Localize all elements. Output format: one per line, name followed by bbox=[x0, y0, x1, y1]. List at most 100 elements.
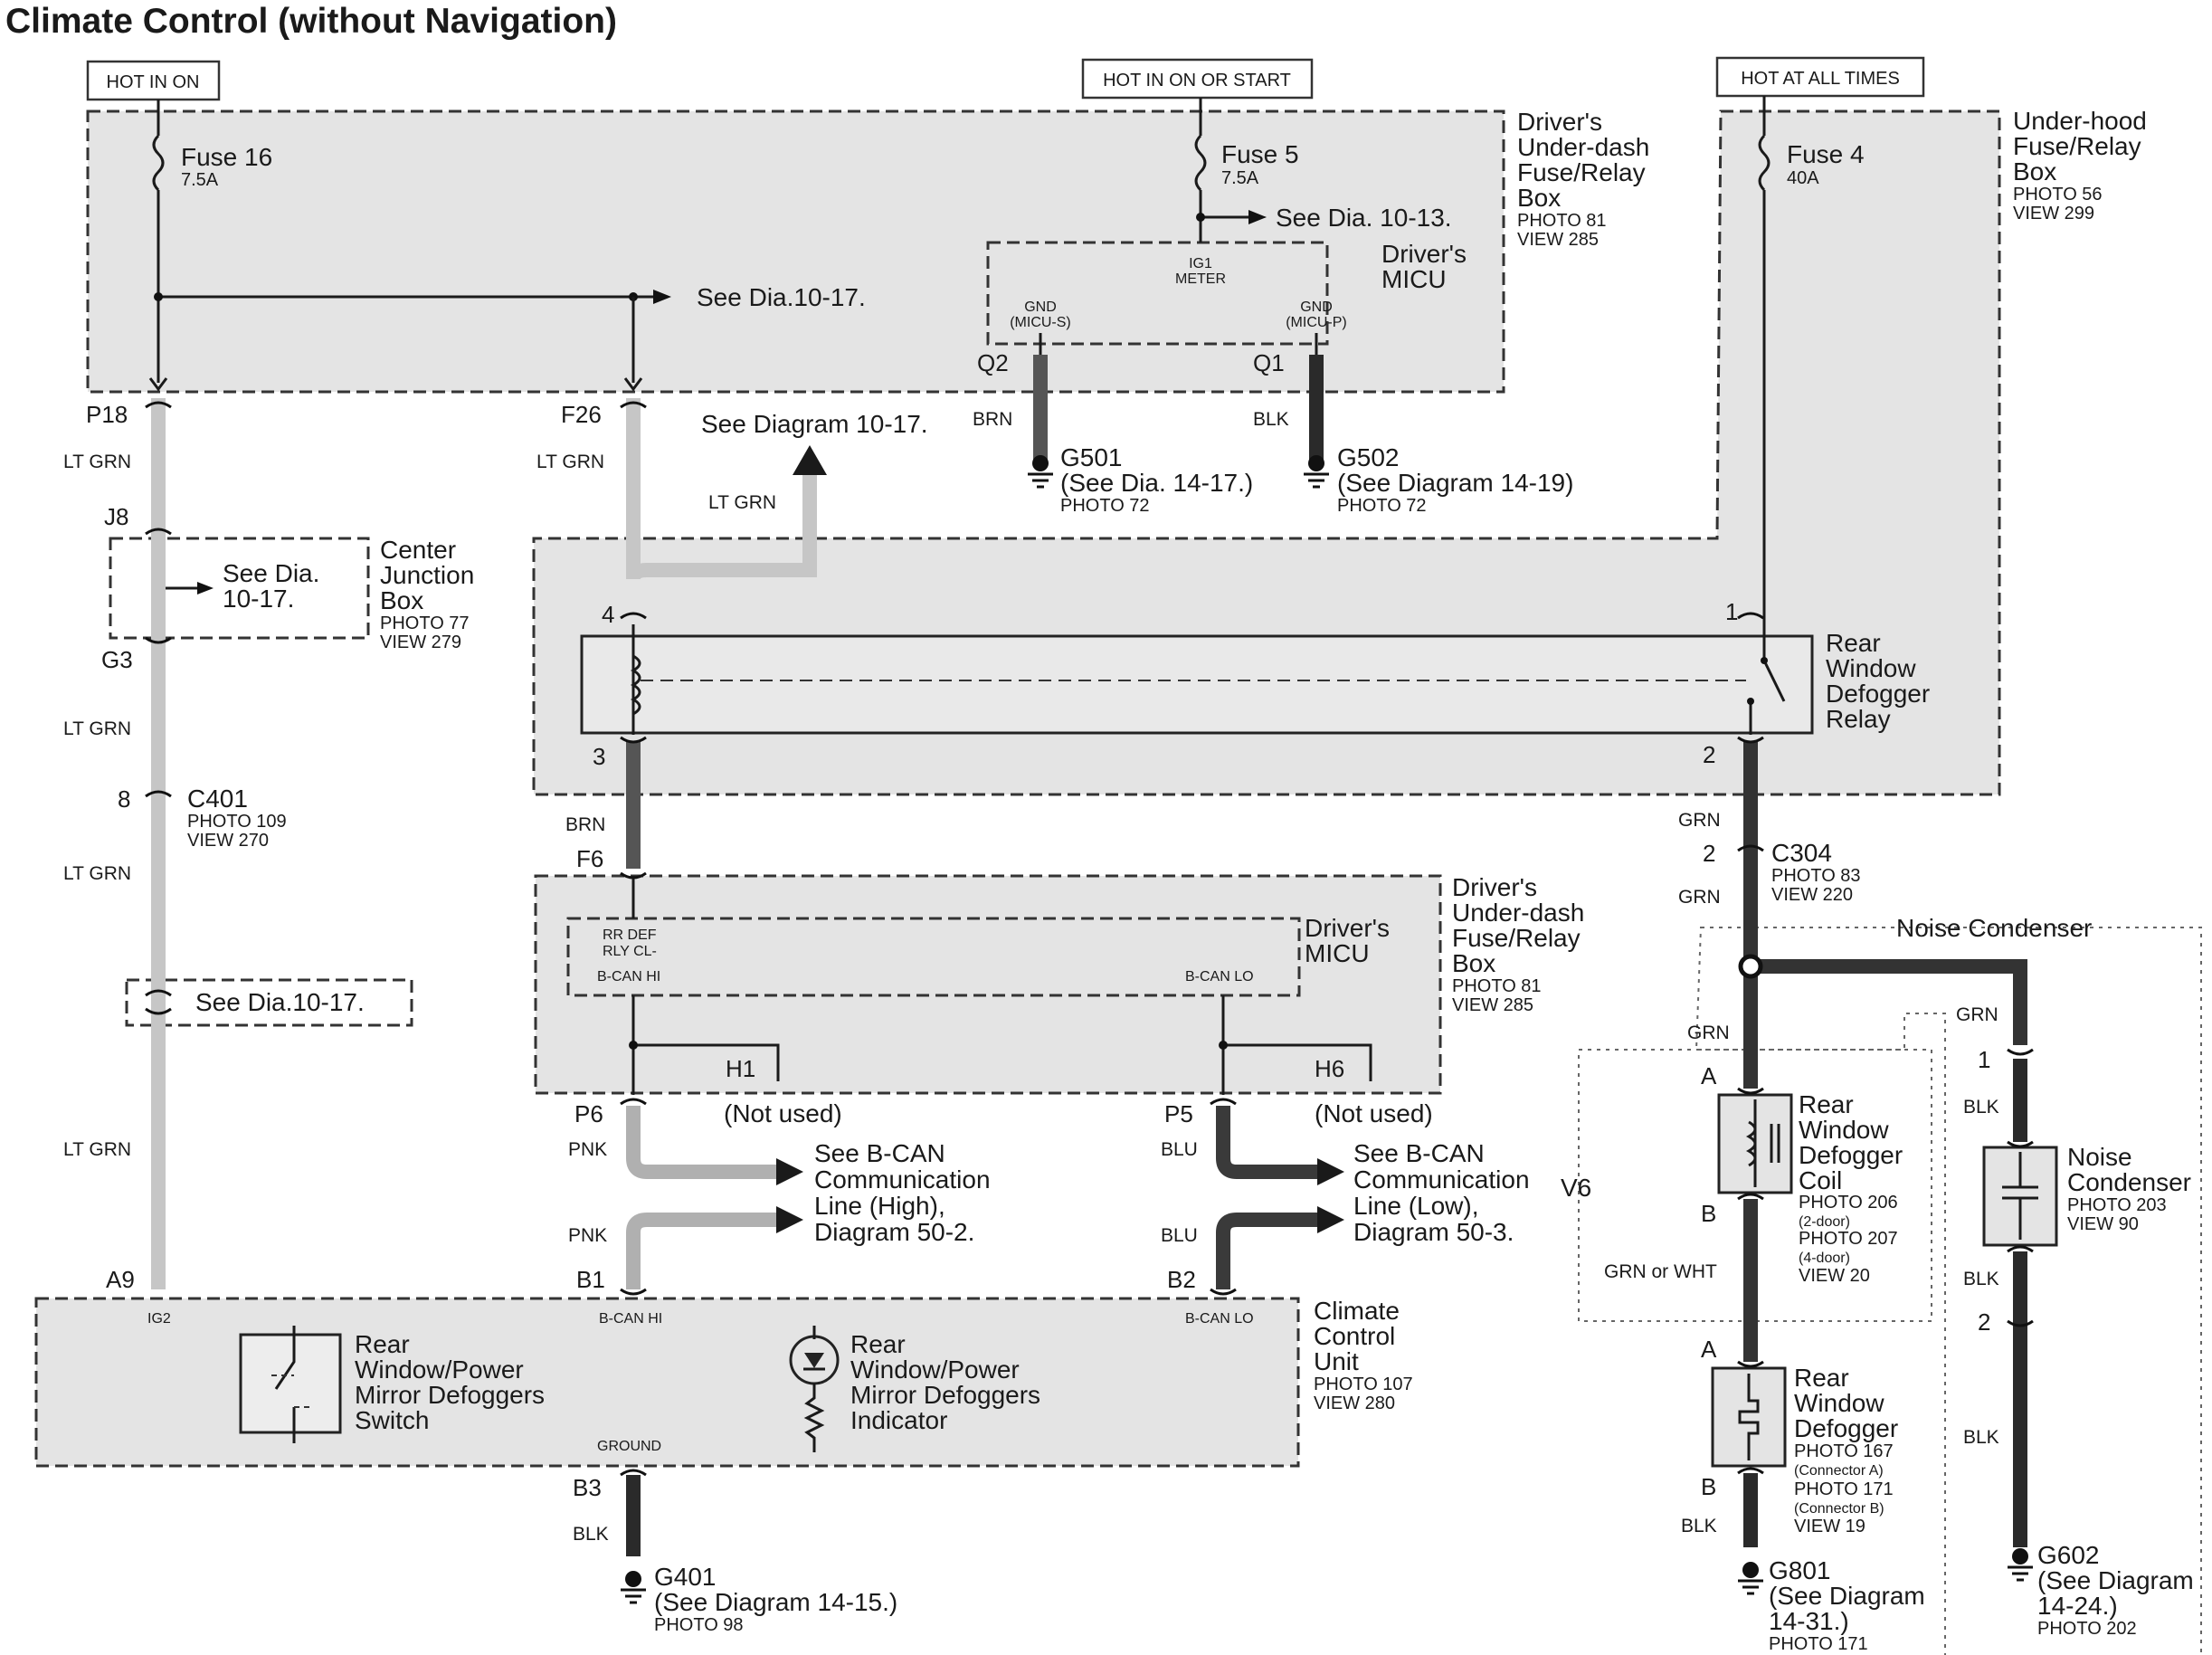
cu-l1: Climate bbox=[1314, 1297, 1400, 1325]
bcan-low-l4: Diagram 50-3. bbox=[1353, 1218, 1514, 1246]
relay-pin-1: 1 bbox=[1725, 598, 1738, 625]
cjb-l1: Center bbox=[380, 536, 456, 564]
switch-link bbox=[271, 1374, 312, 1408]
g401-photo: PHOTO 98 bbox=[654, 1615, 744, 1635]
defogger-l2: Window bbox=[1794, 1389, 1884, 1417]
defogger-p4: (Connector B) bbox=[1794, 1501, 1884, 1517]
arrow-up-icon bbox=[793, 445, 827, 475]
wire-color-lt-grn-up: LT GRN bbox=[708, 492, 776, 513]
cu-bcan-lo: B-CAN LO bbox=[1185, 1311, 1254, 1327]
coil-p2: (2-door) bbox=[1799, 1214, 1850, 1230]
cjb-l3: Box bbox=[380, 586, 423, 614]
cu-bcan-hi: B-CAN HI bbox=[599, 1311, 662, 1327]
arrow-right-icon bbox=[1317, 1158, 1344, 1185]
cu-l3: Unit bbox=[1314, 1347, 1359, 1375]
cond-pin-2: 2 bbox=[1978, 1308, 1990, 1336]
pin-q2: Q2 bbox=[977, 349, 1009, 376]
wire-color-grn-1: GRN bbox=[1678, 810, 1721, 831]
uh-l3: Box bbox=[2013, 157, 2056, 185]
wire-pnk-b1 bbox=[626, 1213, 778, 1289]
conn-p6: P6 bbox=[574, 1100, 603, 1127]
g502-ref: (See Diagram 14-19) bbox=[1337, 469, 1573, 497]
c304-pin: 2 bbox=[1703, 840, 1715, 867]
ud-mid-l3: Fuse/Relay bbox=[1452, 924, 1581, 952]
hot-in-on-or-start-box bbox=[1081, 58, 1314, 100]
wire-color-grn-cond: GRN bbox=[1956, 1004, 1998, 1025]
defogger-pin-a: A bbox=[1701, 1336, 1717, 1363]
ref-diagram-10-17: See Diagram 10-17. bbox=[701, 410, 928, 438]
g602-r1: (See Diagram bbox=[2037, 1566, 2194, 1594]
ud-top-l4: Box bbox=[1517, 184, 1561, 212]
uh-photo: PHOTO 56 bbox=[2013, 185, 2103, 204]
relay-l2: Window bbox=[1826, 654, 1916, 682]
cjb-l2: Junction bbox=[380, 561, 474, 589]
conn-b1: B1 bbox=[576, 1266, 605, 1293]
micu-top-l2: MICU bbox=[1381, 265, 1447, 293]
wire-color-blk-cond-2: BLK bbox=[1963, 1269, 1999, 1289]
micu-top-box bbox=[986, 241, 1329, 346]
bcan-high-l1: See B-CAN bbox=[814, 1139, 945, 1167]
conn-b2: B2 bbox=[1167, 1266, 1196, 1293]
wire-pnk-p6 bbox=[626, 1106, 778, 1179]
micu-gnd-p-2: (MICU-P) bbox=[1286, 315, 1347, 330]
relay-coil-icon bbox=[630, 654, 641, 716]
under-hood-fuse-box bbox=[532, 109, 2001, 796]
condenser-photo: PHOTO 203 bbox=[2067, 1195, 2167, 1215]
pin-q1: Q1 bbox=[1253, 349, 1285, 376]
ud-top-l1: Driver's bbox=[1517, 108, 1602, 136]
defogger-p3: PHOTO 171 bbox=[1794, 1479, 1894, 1499]
wire-color-lt-grn-f26: LT GRN bbox=[536, 452, 604, 472]
wire-color-grn-3: GRN bbox=[1687, 1022, 1730, 1043]
uh-view: VIEW 299 bbox=[2013, 204, 2094, 224]
coil-core-icon bbox=[1770, 1124, 1780, 1163]
wire-color-brn: BRN bbox=[973, 409, 1012, 430]
relay-pin-4: 4 bbox=[602, 601, 614, 628]
hot-at-all-times-label: HOT AT ALL TIMES bbox=[1741, 69, 1900, 89]
ud-top-view: VIEW 285 bbox=[1517, 230, 1599, 250]
g501-name: G501 bbox=[1060, 443, 1123, 471]
fuse5-rating: 7.5A bbox=[1221, 168, 1259, 188]
g602-photo: PHOTO 202 bbox=[2037, 1619, 2137, 1639]
c304-view: VIEW 220 bbox=[1771, 885, 1853, 905]
wire-blu-p5 bbox=[1216, 1106, 1319, 1179]
defogger-view: VIEW 19 bbox=[1794, 1517, 1865, 1536]
relay-pin-2: 2 bbox=[1703, 741, 1715, 768]
switch-l4: Switch bbox=[355, 1406, 429, 1434]
conn-p18: P18 bbox=[86, 401, 128, 428]
micu-top-l1: Driver's bbox=[1381, 240, 1467, 268]
capacitor-icon bbox=[2002, 1152, 2038, 1240]
conn-h6: H6 bbox=[1315, 1055, 1344, 1082]
ground-symbols bbox=[621, 455, 2033, 1604]
defogger-switch-box bbox=[239, 1333, 342, 1434]
ud-top-photo: PHOTO 81 bbox=[1517, 211, 1607, 231]
condenser-view: VIEW 90 bbox=[2067, 1214, 2139, 1234]
c401-view: VIEW 270 bbox=[187, 831, 269, 851]
relay-l4: Relay bbox=[1826, 705, 1891, 733]
wire-color-grn-2: GRN bbox=[1678, 887, 1721, 908]
bcan-high-l4: Diagram 50-2. bbox=[814, 1218, 974, 1246]
bcan-high-l3: Line (High), bbox=[814, 1192, 945, 1220]
cjb-view: VIEW 279 bbox=[380, 633, 461, 652]
wire-color-blu-2: BLU bbox=[1161, 1225, 1198, 1246]
defogger-relay-box bbox=[580, 634, 1814, 735]
ref-dia-10-17: See Dia.10-17. bbox=[697, 283, 866, 311]
hot-at-all-times-box bbox=[1715, 56, 1925, 98]
coil-l1: Rear bbox=[1799, 1090, 1854, 1118]
g401-name: G401 bbox=[654, 1563, 717, 1591]
defogger-p2: (Connector A) bbox=[1794, 1463, 1884, 1479]
contact-dot bbox=[1747, 698, 1754, 705]
g801-r2: 14-31.) bbox=[1769, 1607, 1849, 1635]
bcan-low-l1: See B-CAN bbox=[1353, 1139, 1485, 1167]
under-dash-fuse-box-mid bbox=[534, 874, 1442, 1095]
splice-dot bbox=[1196, 213, 1205, 222]
coil-p1: PHOTO 206 bbox=[1799, 1193, 1898, 1213]
fuse16-icon bbox=[152, 134, 165, 192]
pin-arrow-icon bbox=[148, 377, 643, 392]
wire-color-blk-def: BLK bbox=[1681, 1516, 1717, 1536]
bcan-high-l2: Communication bbox=[814, 1165, 991, 1194]
fuse4-rating: 40A bbox=[1787, 168, 1819, 188]
conn-f6: F6 bbox=[576, 845, 603, 872]
micu-mid-l1: Driver's bbox=[1305, 914, 1390, 942]
noise-box-title: Noise Condenser bbox=[1896, 914, 2092, 942]
